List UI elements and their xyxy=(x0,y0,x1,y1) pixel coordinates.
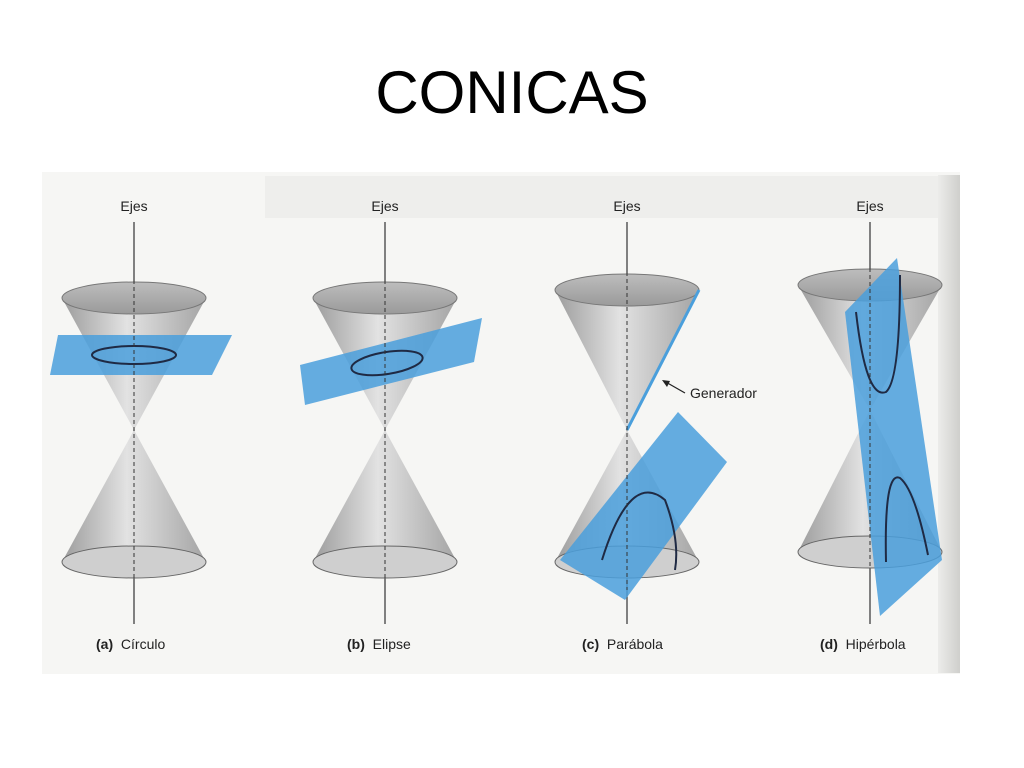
generator-label: Generador xyxy=(690,385,757,401)
panel-d-axis-label: Ejes xyxy=(856,198,884,214)
page-title: CONICAS xyxy=(375,59,649,126)
panel-a-caption: (a) Círculo xyxy=(96,636,165,652)
panel-d-hyperbola xyxy=(797,222,943,624)
panel-b-axis-label: Ejes xyxy=(371,198,399,214)
panel-b-lower-cone xyxy=(313,430,457,562)
panel-c-letter: (c) xyxy=(582,636,600,652)
panel-a-lower-cone xyxy=(62,430,206,562)
panel-d-hyperbola-upper-branch xyxy=(855,274,901,394)
panel-d-caption: (d) Hipérbola xyxy=(820,636,906,652)
panel-c-parabola xyxy=(554,222,727,624)
panel-c-cutting-plane xyxy=(560,412,727,600)
scan-header-strip xyxy=(265,176,938,218)
panel-a-cutting-plane xyxy=(50,335,232,375)
panel-b-name: Elipse xyxy=(372,636,411,652)
panel-c-caption: (c) Parábola xyxy=(582,636,663,652)
panel-a-axis-label: Ejes xyxy=(120,198,148,214)
panel-c-generator-line xyxy=(625,289,701,431)
panel-d-hyperbola-lower-branch xyxy=(884,476,929,563)
arrow-icon xyxy=(662,380,670,387)
panel-c-parabola-curve xyxy=(601,491,678,571)
panel-b-letter: (b) xyxy=(347,636,365,652)
diagram-scan-background xyxy=(42,172,960,674)
panel-c-name: Parábola xyxy=(606,636,663,652)
panel-b-ellipse xyxy=(300,222,482,624)
scan-page-edge xyxy=(938,175,960,673)
panel-a-circle xyxy=(50,222,232,624)
panel-c-axis-label: Ejes xyxy=(613,198,641,214)
panel-d-name: Hipérbola xyxy=(845,636,906,652)
panel-d-letter: (d) xyxy=(820,636,838,652)
panel-a-name: Círculo xyxy=(120,636,166,652)
panel-b-caption: (b) Elipse xyxy=(347,636,411,652)
panel-b-cutting-plane xyxy=(300,318,482,405)
panel-a-letter: (a) xyxy=(96,636,114,652)
panel-d-cutting-plane xyxy=(845,258,942,616)
